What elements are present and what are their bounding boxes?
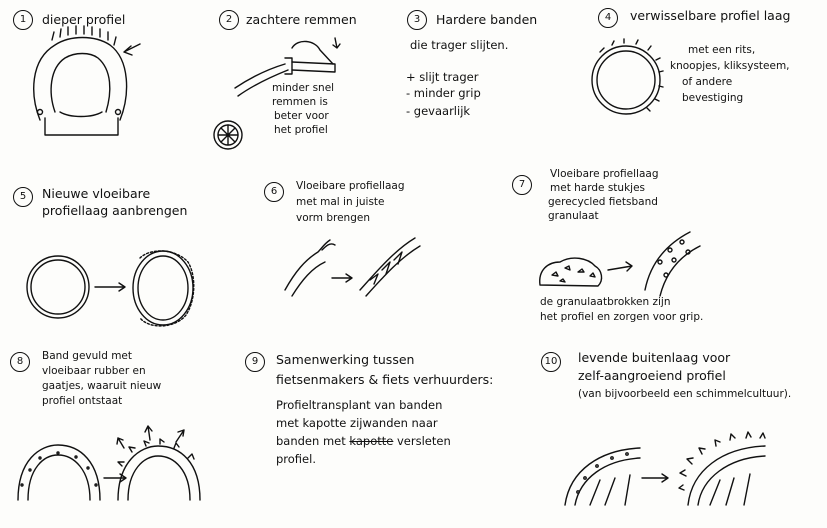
panel-8-title-line: profiel ontstaat xyxy=(42,395,123,407)
step-number-9: 9 xyxy=(245,352,265,372)
living-layer-wheel-drawing xyxy=(564,431,766,506)
panel-4-note-line: knoopjes, kliksysteem, xyxy=(670,60,790,72)
panel-8-title-line: vloeibaar rubber en xyxy=(42,365,146,377)
panel-10-title-line: levende buitenlaag voor xyxy=(578,350,731,365)
panel-2-note-line: remmen is xyxy=(272,96,328,108)
step-number-10: 10 xyxy=(541,352,561,372)
panel-4-note-line: of andere xyxy=(682,76,733,88)
brake-lever-drawing xyxy=(213,37,341,150)
panel-8-title-line: Band gevuld met xyxy=(42,350,133,362)
panel-10-title-line: zelf-aangroeiend profiel xyxy=(578,368,726,383)
filled-tire-growth-drawing xyxy=(17,425,201,501)
panel-9-struck-word: kapotte xyxy=(349,434,394,448)
panel-7-caption-line: het profiel en zorgen voor grip. xyxy=(540,311,704,323)
liquid-layer-rings-drawing xyxy=(26,250,195,327)
swappable-layer-ring-drawing xyxy=(591,38,664,115)
panel-2-title: zachtere remmen xyxy=(246,12,357,27)
panel-4-note-line: met een rits, xyxy=(688,44,756,56)
panel-6-title-line: vorm brengen xyxy=(296,212,370,224)
panel-3-list-item: + slijt trager xyxy=(406,70,479,84)
panel-4-title: verwisselbare profiel laag xyxy=(630,8,791,23)
panel-2-note-line: beter voor xyxy=(274,110,329,122)
panel-3-subtitle: die trager slijten. xyxy=(410,38,509,52)
panel-3-list-item: - minder grip xyxy=(406,86,481,100)
panel-9-title-line: fietsenmakers & fiets verhuurders: xyxy=(276,372,494,387)
panel-7-title-line: granulaat xyxy=(548,210,599,222)
panel-7-title-line: met harde stukjes xyxy=(550,182,645,194)
tire-cross-section-drawing xyxy=(33,25,141,136)
step-number-8: 8 xyxy=(10,352,30,372)
panel-9-body-line-3: banden met kapotte versleten xyxy=(276,434,451,448)
panel-9-body-line: Profieltransplant van banden xyxy=(276,398,443,412)
panel-1-title: dieper profiel xyxy=(42,12,126,27)
step-number-6: 6 xyxy=(264,182,284,202)
panel-9-body-line-3-start: banden met xyxy=(276,434,350,448)
panel-2-note-line: minder snel xyxy=(272,82,335,94)
panel-9-title-line: Samenwerking tussen xyxy=(276,352,415,367)
step-number-2: 2 xyxy=(219,10,239,30)
panel-4-note-line: bevestiging xyxy=(682,92,744,104)
step-number-3: 3 xyxy=(407,10,427,30)
panel-10-subtitle: (van bijvoorbeeld een schimmelcultuur). xyxy=(578,388,792,400)
panel-2-note-line: het profiel xyxy=(274,124,328,136)
step-number-5: 5 xyxy=(13,187,33,207)
step-number-4: 4 xyxy=(598,8,618,28)
panel-3-list-item: - gevaarlijk xyxy=(406,104,471,118)
panel-5-title-line: profiellaag aanbrengen xyxy=(42,203,188,218)
panel-8-title-line: gaatjes, waaruit nieuw xyxy=(42,380,162,392)
panel-9-body-line-3-end: versleten xyxy=(393,434,451,448)
panel-7-title-line: Vloeibare profiellaag xyxy=(550,168,659,180)
panel-7-title-line: gerecycled fietsband xyxy=(548,196,658,208)
panel-9-body-line: met kapotte zijwanden naar xyxy=(276,416,438,430)
panel-6-title-line: met mal in juiste xyxy=(296,196,385,208)
panel-5-title-line: Nieuwe vloeibare xyxy=(42,186,151,201)
panel-3-title: Hardere banden xyxy=(436,12,538,27)
panel-9-body-line-4: profiel. xyxy=(276,452,316,466)
step-number-1: 1 xyxy=(13,10,33,30)
granulate-drawing xyxy=(539,231,701,297)
mold-shaping-drawing xyxy=(284,237,421,297)
panel-7-caption-line: de granulaatbrokken zijn xyxy=(540,296,671,308)
step-number-7: 7 xyxy=(512,175,532,195)
panel-6-title-line: Vloeibare profiellaag xyxy=(296,180,405,192)
